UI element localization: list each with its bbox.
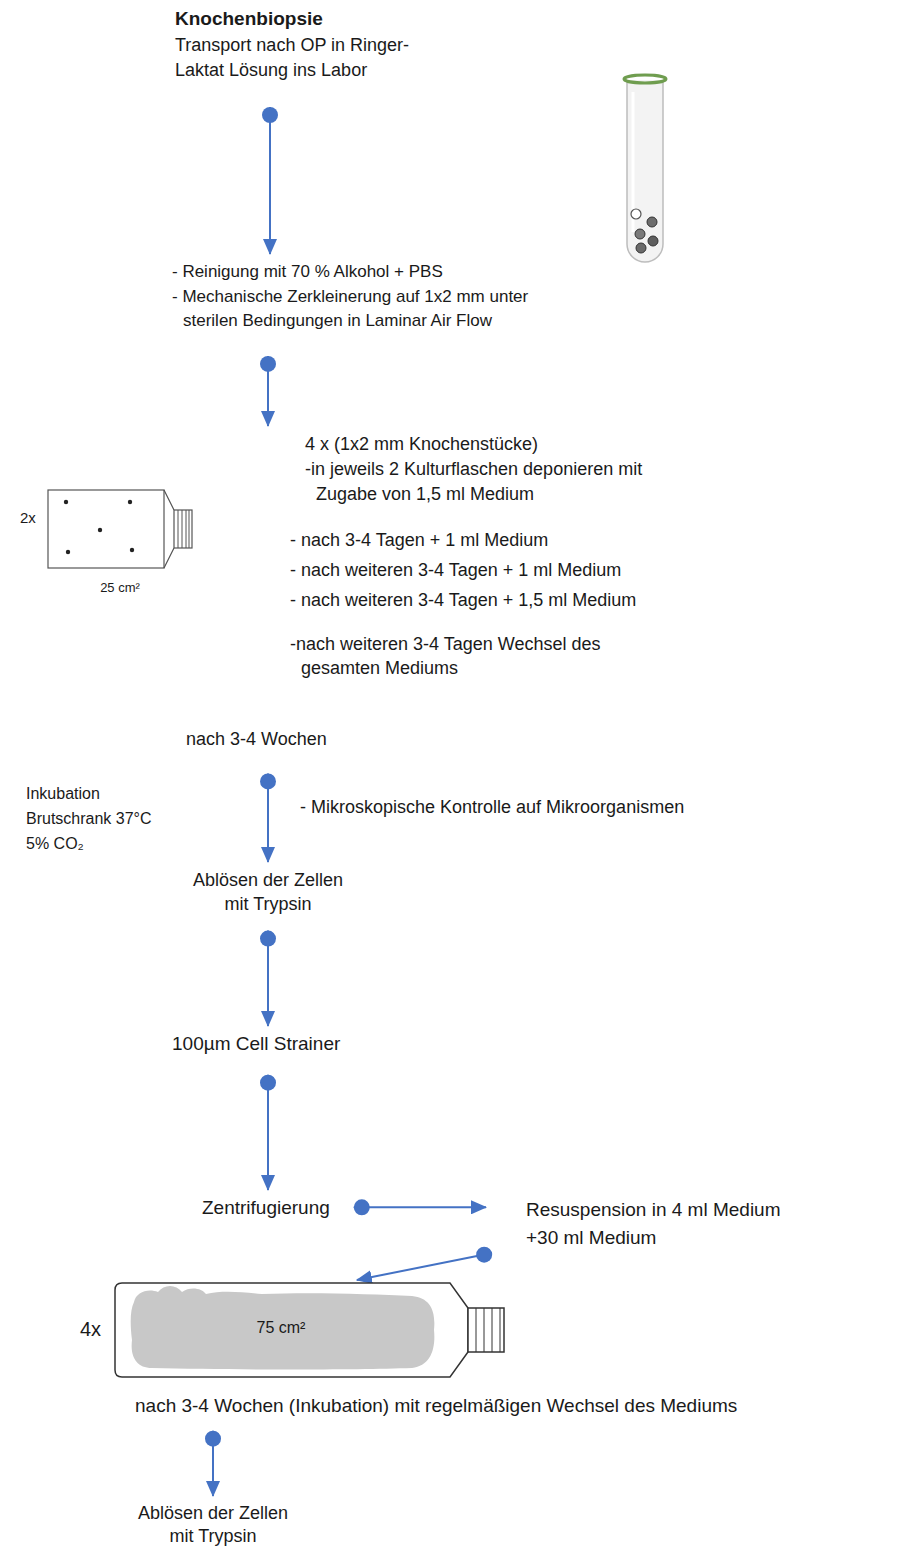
condition-text: Inkubation: [26, 783, 100, 805]
neck-ridge: [189, 510, 190, 548]
process-step: Ablösen der Zellen mit Trypsin: [127, 1496, 300, 1549]
process-step: Ablösen der Zellen mit Trypsin: [182, 862, 355, 931]
note-text: - Mikroskopische Kontrolle auf Mikroorga…: [300, 795, 684, 819]
flow-connector: [354, 1199, 486, 1215]
process-step: nach 3-4 Wochen: [182, 722, 331, 773]
count-label: 2x: [20, 508, 36, 528]
bone-piece: [64, 500, 68, 504]
tube-rim: [624, 75, 666, 83]
neck-ridge: [186, 510, 187, 548]
flow-connector: [262, 107, 278, 254]
tube-glass: [627, 80, 663, 262]
start-dot: [262, 107, 278, 123]
process-step: 100µm Cell Strainer: [168, 1026, 344, 1075]
flow-arrow: [269, 107, 271, 254]
flow-arrow: [267, 1075, 269, 1190]
bone-piece: [631, 209, 641, 219]
note-text: -nach weiteren 3-4 Tagen Wechsel des ges…: [290, 632, 656, 681]
process-step: Zentrifugierung: [198, 1190, 354, 1225]
condition-text: 5% CO₂: [26, 833, 84, 855]
flask-outline: [112, 1280, 507, 1380]
flask-neck: [468, 1308, 504, 1352]
flow-connector: [260, 356, 276, 426]
flow-connector: [357, 1247, 492, 1280]
process-step: 4 x (1x2 mm Knochenstücke)-in jeweils 2 …: [258, 426, 679, 512]
start-dot: [354, 1199, 370, 1215]
flask-size: 75 cm²: [112, 1318, 450, 1337]
step-text: Ablösen der Zellen mit Trypsin: [186, 868, 351, 917]
neck-ridge: [484, 1308, 485, 1352]
bone-piece: [130, 548, 134, 552]
step-text: Transport nach OP in Ringer- Laktat Lösu…: [175, 33, 430, 83]
step-text: Knochenbiopsie: [175, 6, 430, 33]
step-text: Ablösen der Zellen mit Trypsin: [131, 1502, 296, 1547]
note-text: - nach weiteren 3-4 Tagen + 1,5 ml Mediu…: [290, 588, 636, 612]
neck-ridge: [500, 1308, 501, 1352]
process-step: KnochenbiopsieTransport nach OP in Ringe…: [171, 4, 434, 107]
start-dot: [205, 1431, 221, 1447]
condition-text: Brutschrank 37°C: [26, 808, 152, 830]
bone-piece: [647, 217, 657, 227]
step-text: +30 ml Medium: [526, 1224, 781, 1252]
bone-piece: [98, 528, 102, 532]
flow-arrow: [354, 1206, 486, 1208]
flow-connector: [260, 1075, 276, 1190]
start-dot: [260, 931, 276, 947]
neck-ridge: [476, 1308, 477, 1352]
neck-ridge: [178, 510, 179, 548]
flow-connector: [205, 1431, 221, 1496]
start-dot: [260, 773, 276, 789]
step-text: nach 3-4 Wochen (Inkubation) mit regelmä…: [135, 1394, 737, 1419]
flask-neck: [174, 510, 192, 548]
step-text: 4 x (1x2 mm Knochenstücke): [305, 432, 675, 457]
bone-piece: [128, 500, 132, 504]
process-step: Resuspension in 4 ml Medium+30 ml Medium: [486, 1190, 785, 1253]
note-text: - nach 3-4 Tagen + 1 ml Medium: [290, 528, 548, 552]
step-text: - Mechanische Zerkleinerung auf 1x2 mm u…: [172, 285, 562, 334]
flow-connector: [260, 773, 276, 862]
step-text: nach 3-4 Wochen: [186, 728, 327, 751]
step-text: Resuspension in 4 ml Medium: [526, 1196, 781, 1224]
flask-size: 25 cm²: [46, 580, 194, 596]
flask-outline: [46, 488, 196, 572]
culture-flask: 25 cm²: [46, 488, 196, 613]
process-step: - Reinigung mit 70 % Alkohol + PBS- Mech…: [168, 254, 566, 356]
count-label: 4x: [80, 1316, 101, 1343]
flow-arrow: [357, 1253, 492, 1280]
neck-ridge: [182, 510, 183, 548]
process-step: nach 3-4 Wochen (Inkubation) mit regelmä…: [131, 1388, 741, 1431]
test-tube: [624, 75, 666, 262]
note-text: - nach weiteren 3-4 Tagen + 1 ml Medium: [290, 558, 621, 582]
start-dot: [260, 356, 276, 372]
step-text: - Reinigung mit 70 % Alkohol + PBS: [172, 260, 562, 285]
bone-piece: [636, 243, 646, 253]
bone-piece: [635, 229, 645, 239]
start-dot: [476, 1247, 492, 1263]
flask-body: [48, 490, 164, 568]
start-dot: [260, 1075, 276, 1091]
bone-piece: [648, 236, 658, 246]
step-text: 100µm Cell Strainer: [172, 1032, 340, 1057]
step-text: Zentrifugierung: [202, 1196, 330, 1221]
neck-ridge: [492, 1308, 493, 1352]
step-text: -in jeweils 2 Kulturflaschen deponieren …: [305, 457, 675, 507]
flow-connector: [260, 931, 276, 1026]
bone-piece: [66, 550, 70, 554]
flask-shoulder: [164, 490, 174, 568]
culture-flask: 75 cm²: [112, 1280, 507, 1380]
